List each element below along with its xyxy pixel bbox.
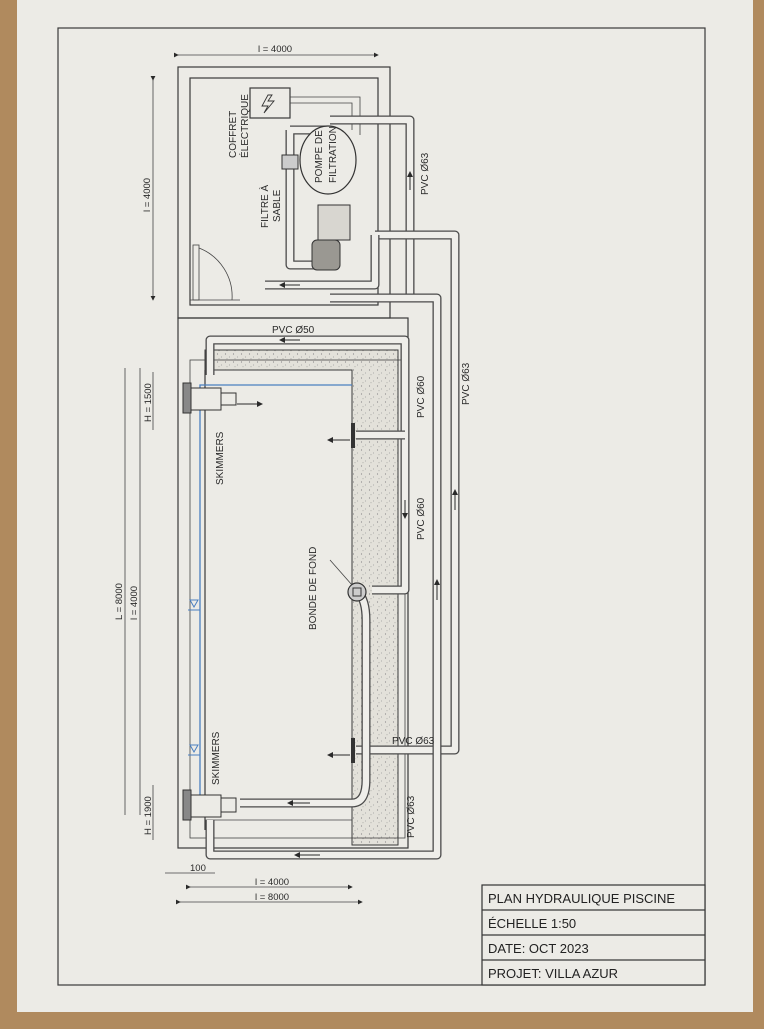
pump-label-line1: POMPE DE [314, 130, 325, 183]
electrical-box-label-2: ÉLECTRIQUE [238, 94, 251, 158]
main-drain-leader [329, 559, 353, 586]
drawing-border [57, 27, 706, 986]
lightning-icon [261, 94, 275, 114]
main-drain [347, 582, 367, 602]
sand-filter [281, 154, 351, 271]
water-level-symbol [188, 599, 200, 756]
pool-inner-length-dim: l = 4000 [129, 586, 140, 620]
pool-length-dim: L = 8000 [114, 583, 125, 620]
title-block-project: PROJET: VILLA AZUR [488, 966, 618, 981]
title-block: PLAN HYDRAULIQUE PISCINE ÉCHELLE 1:50 DA… [481, 884, 706, 986]
pool-width-outer-dim: l = 8000 [255, 892, 289, 903]
skimmer-top-height-dim: H = 1500 [143, 383, 154, 422]
flow-arrows [237, 171, 458, 858]
sand-filter-label-1: FILTRE À [258, 185, 271, 228]
water-line [199, 384, 352, 800]
pipe-label-skimmer-line: PVC Ø50 [272, 325, 315, 336]
electrical-box-label-1: COFFRET [228, 111, 239, 158]
title-block-scale: ÉCHELLE 1:50 [488, 916, 576, 931]
dimension-lines [124, 52, 379, 905]
main-drain-label: BONDE DE FOND [308, 547, 319, 630]
pipe-label-return-upper: PVC Ø60 [416, 375, 427, 418]
sand-filter-label-2: SABLE [272, 189, 283, 222]
pipe-label-skimmer-bottom: PVC Ø63 [406, 795, 417, 838]
return-inlets [351, 423, 355, 763]
title-block-date: DATE: OCT 2023 [488, 941, 589, 956]
pump-label-line2: FILTRATION [328, 126, 339, 183]
door-swing [198, 247, 233, 301]
filtration-pump: POMPE DE FILTRATION [299, 125, 357, 195]
room-height-dim: l = 4000 [142, 178, 153, 212]
pipe-label-drain-line: PVC Ø60 [416, 497, 427, 540]
skimmer-bottom-height-dim: H = 1900 [143, 796, 154, 835]
skimmer-bottom-label: SKIMMERS [211, 731, 222, 785]
skimmer-bottom [182, 789, 237, 821]
title-block-title: PLAN HYDRAULIQUE PISCINE [488, 891, 675, 906]
skimmer-top-label: SKIMMERS [215, 431, 226, 485]
skimmer-top [182, 382, 237, 414]
pool-width-inner-dim: l = 4000 [255, 877, 289, 888]
room-width-dim: l = 4000 [258, 44, 292, 55]
pipe-label-return-lower: PVC Ø63 [392, 736, 435, 747]
pipe-label-main-return: PVC Ø63 [461, 362, 472, 405]
offset-dim: 100 [190, 863, 206, 874]
pipe-label-supply-top: PVC Ø63 [420, 152, 431, 195]
